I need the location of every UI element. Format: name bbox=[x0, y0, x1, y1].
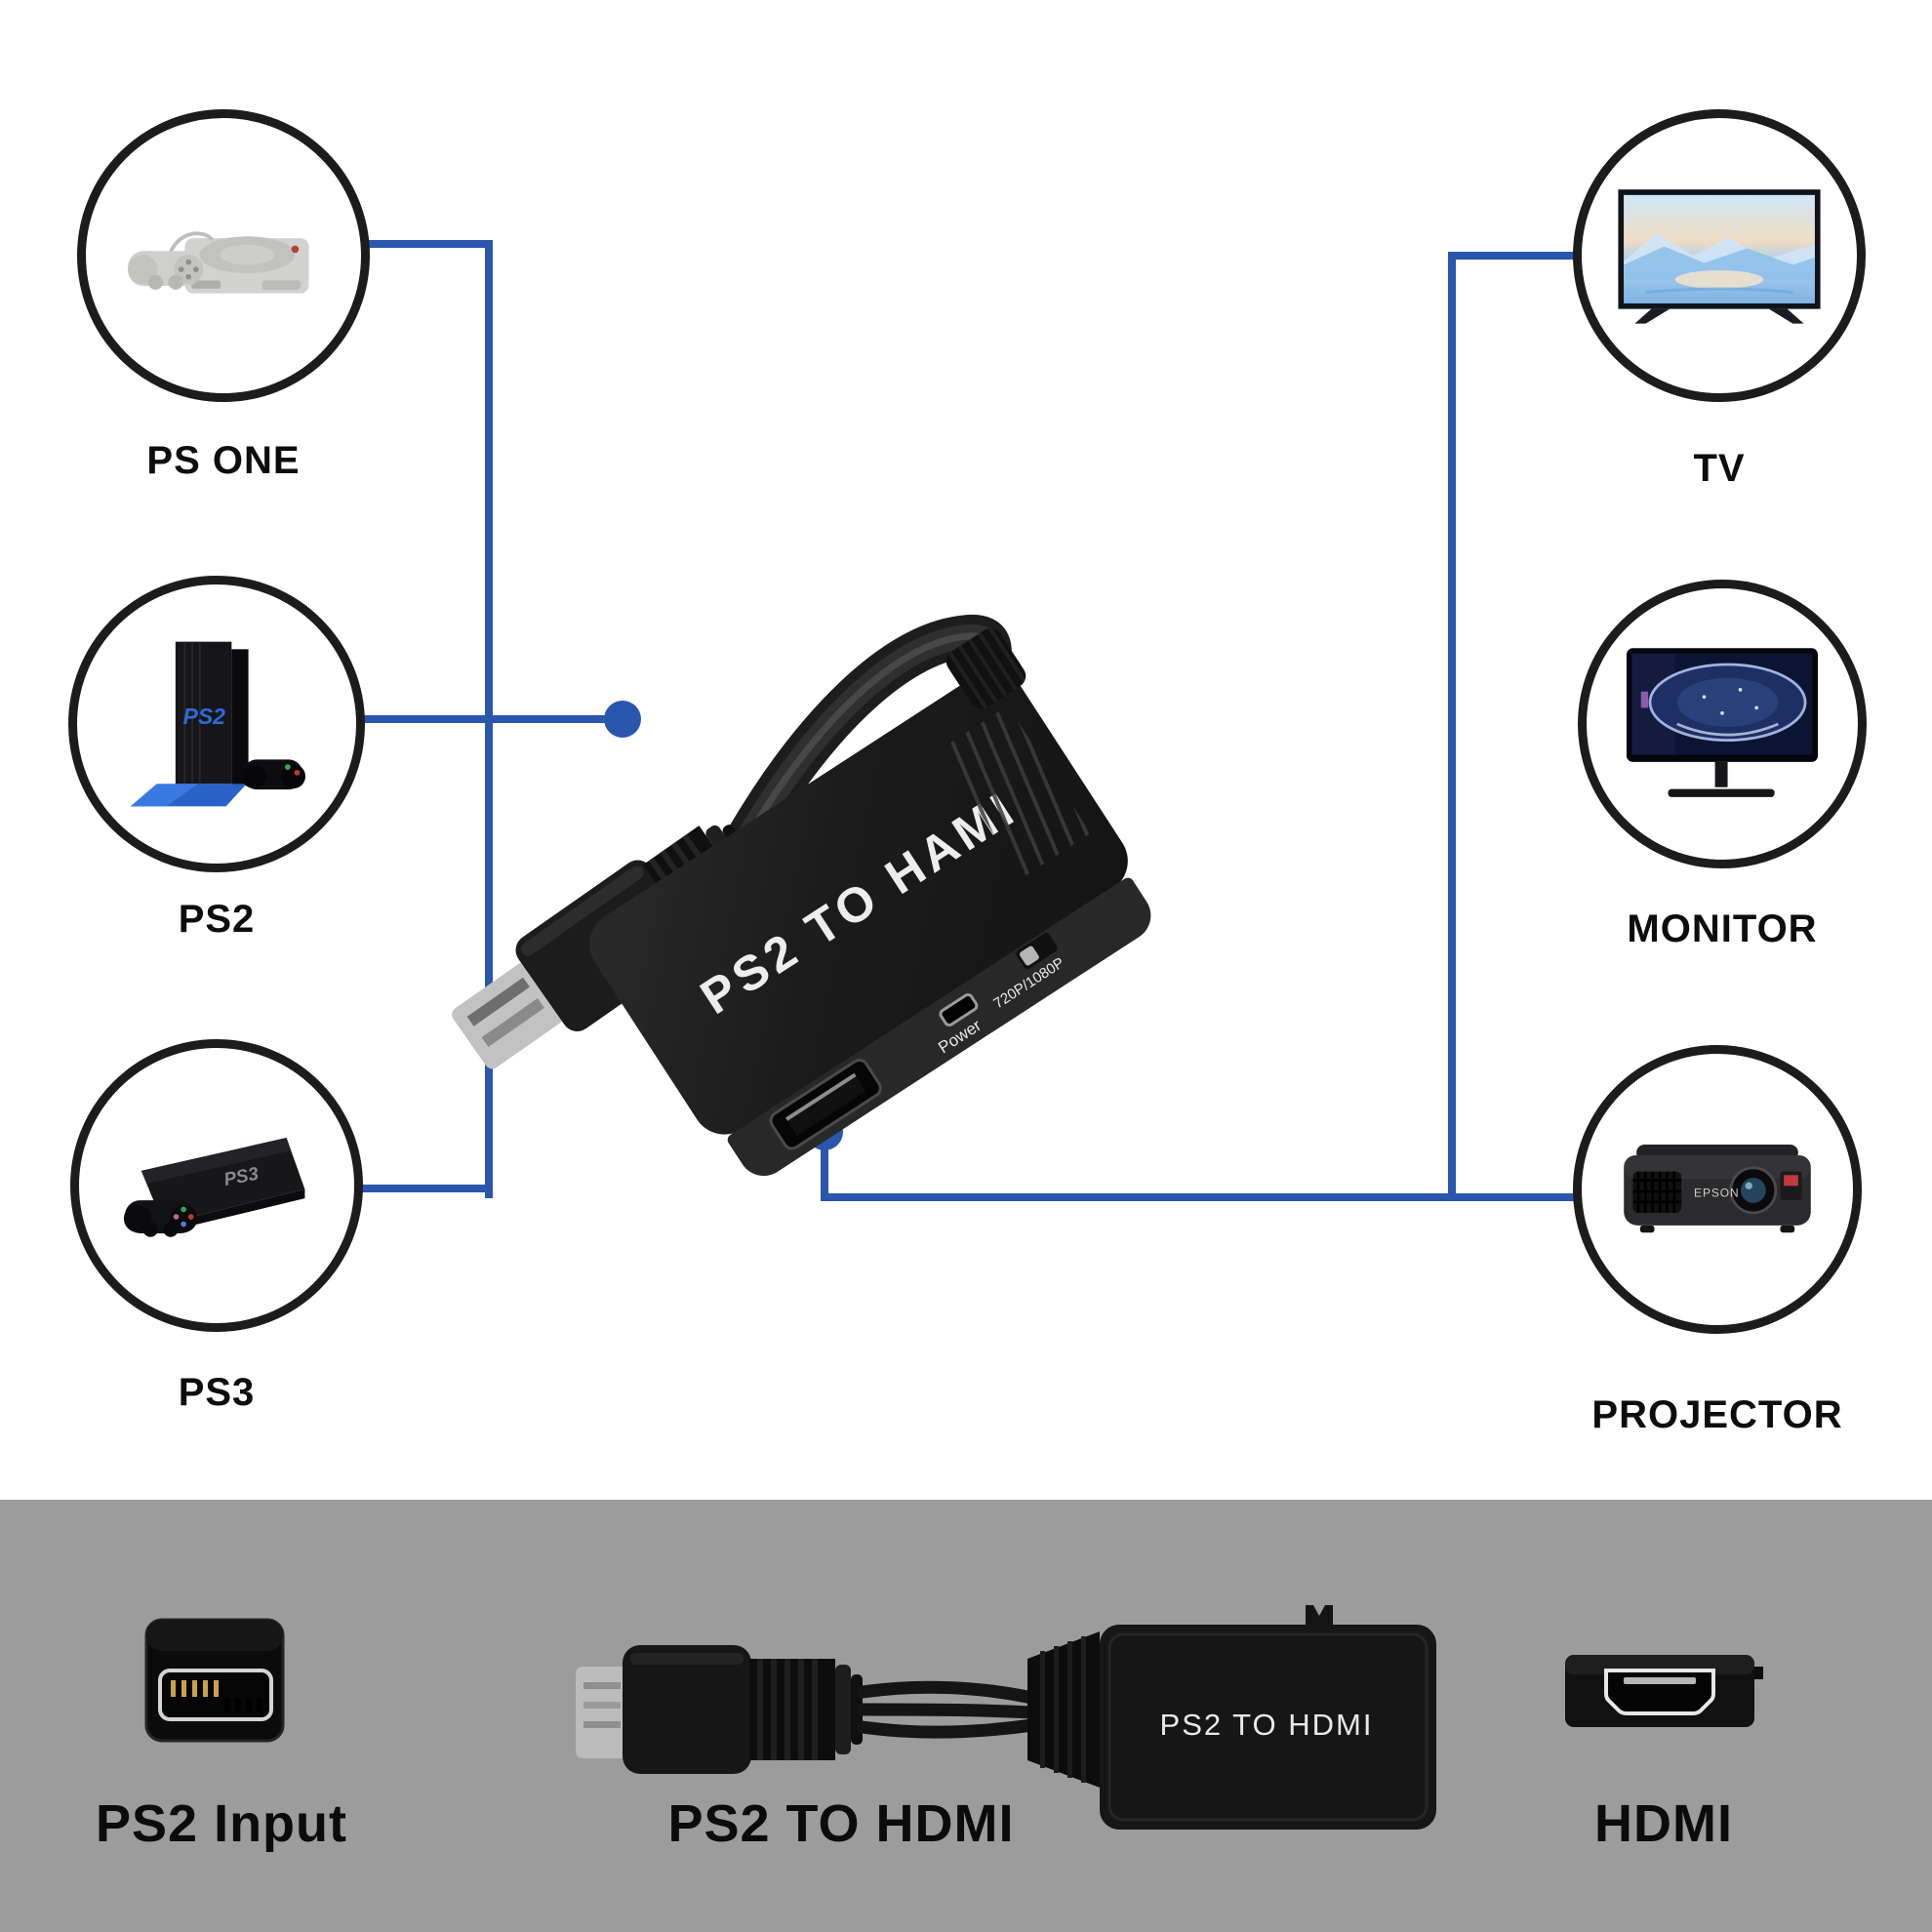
line-tv bbox=[1448, 252, 1575, 260]
ps3-illustration: PS3 bbox=[123, 1138, 305, 1237]
label-ps-one: PS ONE bbox=[146, 439, 301, 482]
ps2-input-connector bbox=[144, 1618, 285, 1743]
line-adapter-drop bbox=[821, 1132, 828, 1201]
ps2-illustration: PS2 bbox=[130, 641, 306, 807]
svg-text:PS2: PS2 bbox=[183, 704, 226, 729]
ps2-to-hdmi-product: PS2 TO HDMI bbox=[576, 1605, 1436, 1830]
line-ps-one bbox=[366, 240, 493, 248]
dot-ps2-plug bbox=[604, 701, 641, 738]
circle-ps3: PS3 bbox=[70, 1039, 363, 1332]
resolution-switch-knob bbox=[1018, 945, 1040, 967]
label-ps2: PS2 bbox=[178, 898, 256, 941]
label-ps2-input: PS2 Input bbox=[95, 1794, 348, 1853]
label-projector: PROJECTOR bbox=[1591, 1393, 1843, 1436]
circle-ps2: PS2 bbox=[68, 576, 365, 872]
bottom-banner: PS2 TO HDMI PS2 Input PS2 TO HDMI HDMI bbox=[0, 1500, 1932, 1932]
label-hdmi: HDMI bbox=[1594, 1794, 1733, 1853]
tv-illustration bbox=[1618, 189, 1821, 324]
circle-monitor bbox=[1578, 580, 1867, 868]
ps-one-illustration bbox=[128, 231, 309, 294]
hdmi-connector bbox=[1565, 1655, 1763, 1727]
line-bottom-horizontal bbox=[821, 1193, 1575, 1201]
label-monitor: MONITOR bbox=[1627, 907, 1818, 950]
label-tv: TV bbox=[1693, 447, 1746, 490]
svg-text:PS2 TO HDMI: PS2 TO HDMI bbox=[1160, 1708, 1374, 1742]
circle-projector: EPSON bbox=[1573, 1045, 1862, 1334]
label-ps2-to-hdmi: PS2 TO HDMI bbox=[667, 1794, 1015, 1853]
label-ps3: PS3 bbox=[178, 1371, 256, 1414]
circle-ps-one bbox=[77, 109, 370, 402]
line-right-vertical bbox=[1448, 252, 1456, 1201]
line-ps2 bbox=[361, 715, 623, 723]
line-ps3 bbox=[361, 1185, 493, 1192]
projector-illustration: EPSON bbox=[1624, 1144, 1811, 1233]
svg-text:EPSON: EPSON bbox=[1694, 1186, 1740, 1199]
circle-tv bbox=[1573, 109, 1866, 402]
monitor-illustration bbox=[1626, 648, 1819, 797]
